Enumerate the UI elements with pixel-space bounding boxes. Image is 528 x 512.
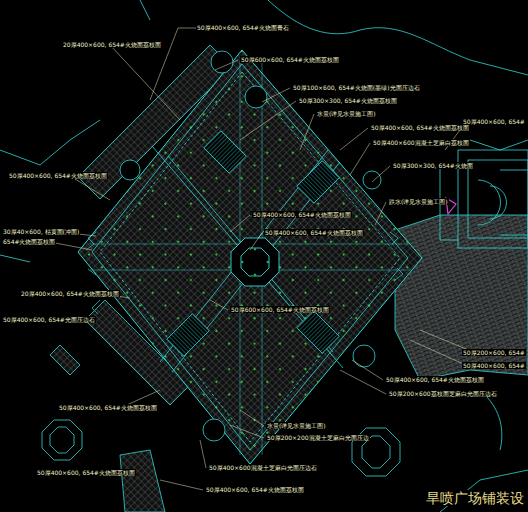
material-callout: 50厚400×600, 654#火烧面荔枝面 [36, 469, 136, 476]
tree-pits [120, 51, 381, 441]
material-callout: 50厚400×600, 654#火烧面荔枝面 [252, 211, 352, 218]
material-callout: 50厚300×300, 654#火烧面荔枝面 [298, 97, 398, 104]
material-callout: 50厚400×600, 654#火烧面荔枝面 [370, 124, 470, 131]
material-callout: 50厚400×600混凝土芝麻白荔枝面 [372, 139, 470, 146]
plaza-borders [90, 60, 410, 455]
material-callout: 30厚40×600, 枯黄面(冲面) [2, 228, 80, 235]
stairs [167, 131, 339, 356]
brick-paving [395, 215, 528, 380]
material-callout: 50厚400×600, 654#光面压边石 [2, 316, 96, 323]
material-callout: 50厚400×600, 654#火烧面荔枝面 [264, 229, 364, 236]
material-callout: 654#火烧面荔枝面 [2, 238, 56, 245]
plaza-paving [78, 50, 422, 464]
material-callout: 50厚400×600, 654# [462, 362, 526, 369]
material-callout: 50厚600×600, 654#火烧面荔枝面 [240, 56, 340, 63]
material-callout: 50厚400×600混凝土芝麻白光面压边石 [208, 464, 318, 471]
material-callout: 50厚400×600, 654#火烧面青石 [196, 24, 290, 31]
material-callout: 50厚300×300, 654#火烧面 [392, 162, 474, 169]
material-callout: 50厚600×600, 654#火烧面荔枝面 [230, 306, 330, 313]
material-callout: 水景(详见水景施工图) [316, 110, 377, 117]
plaza-dots [78, 50, 422, 464]
drawing-title: 旱喷广场铺装设 [424, 490, 526, 506]
material-callout: 20厚400×600, 654#火烧面荔枝面 [20, 290, 120, 297]
material-callout: 50厚200×200混凝土芝麻白光面压边 [266, 434, 370, 441]
leader-lines [50, 28, 476, 490]
center-fountain [231, 238, 279, 286]
stepped-edge [86, 232, 403, 314]
material-callout: 跌水(详见水景施工图) [388, 198, 449, 205]
material-callout: 50厚400×600, 654#火烧面荔枝面 [8, 172, 108, 179]
material-callout: 水景(详见水景施工图) [266, 422, 327, 429]
planters [42, 420, 400, 476]
material-callout: 50厚400×600, 654#火烧面荔枝面 [385, 376, 485, 383]
material-callout: 50厚400×600, 654#火烧面荔枝面 [58, 404, 158, 411]
material-callout: 50厚100×600, 654#火烧面(墨绿)光面压边石 [292, 84, 421, 91]
material-callout: 50厚400×600, 654# [462, 118, 526, 125]
material-callout: 50厚200×600, 654# [462, 349, 526, 356]
material-callout: 20厚400×600, 654#火烧面荔枝面 [62, 41, 162, 48]
material-callout: 50厚200×600荔枝面芝麻白光面压边石 [388, 390, 498, 397]
material-callout: 50厚400×600, 654#火烧面荔枝面 [205, 486, 305, 493]
